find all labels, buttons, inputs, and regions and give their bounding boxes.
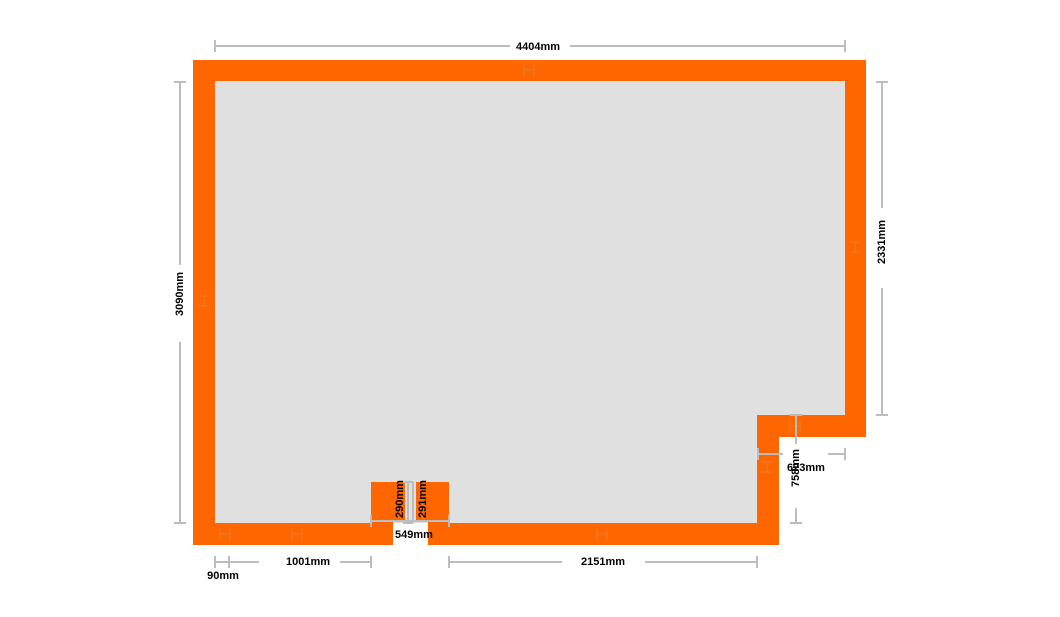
wall-marker-notch-side — [761, 461, 773, 473]
dimension-label-bottom-right-wall: 2151mm — [581, 556, 625, 568]
dimension-bottom-left-offset: 90mm — [207, 556, 239, 582]
dimension-post-right-depth: 291mm — [412, 480, 429, 523]
wall-marker-bottom-right — [596, 528, 608, 540]
dimension-notch-height: 758mm — [790, 414, 802, 524]
dimension-label-notch-height: 758mm — [790, 449, 802, 487]
wall-markers — [198, 64, 861, 540]
dimension-label-post-right-depth: 291mm — [417, 480, 429, 518]
dimension-post-left-depth: 290mm — [394, 480, 413, 524]
dimension-label-bottom-left-offset: 90mm — [207, 570, 239, 582]
room-floor[interactable] — [215, 81, 845, 523]
wall-marker-top — [523, 64, 535, 76]
wall-marker-left — [198, 295, 210, 307]
dimension-notch-width: 623mm — [757, 448, 846, 474]
dimension-right-height: 2331mm — [876, 81, 888, 416]
wall-marker-right — [849, 241, 861, 253]
dimension-label-bottom-left-wall: 1001mm — [286, 556, 330, 568]
dimension-label-notch-width: 623mm — [787, 462, 825, 474]
post-right — [416, 482, 428, 520]
post-left — [393, 482, 405, 520]
dimension-left-height: 3090mm — [174, 81, 186, 524]
dimension-top-width: 4404mm — [214, 40, 846, 53]
dimension-label-right-height: 2331mm — [876, 220, 888, 264]
dimension-bottom-right-wall: 2151mm — [448, 556, 758, 568]
dimension-bottom-left-wall: 1001mm — [229, 556, 372, 568]
wall-marker-bottom-left — [219, 528, 231, 540]
wall-marker-bottom-mid — [291, 528, 303, 540]
dimension-label-left-height: 3090mm — [174, 272, 186, 316]
dimension-opening-width: 549mm — [370, 515, 450, 541]
dimension-label-opening-width: 549mm — [395, 529, 433, 541]
dimension-label-top-width: 4404mm — [516, 41, 560, 53]
dimension-label-post-left-depth: 290mm — [394, 480, 406, 518]
